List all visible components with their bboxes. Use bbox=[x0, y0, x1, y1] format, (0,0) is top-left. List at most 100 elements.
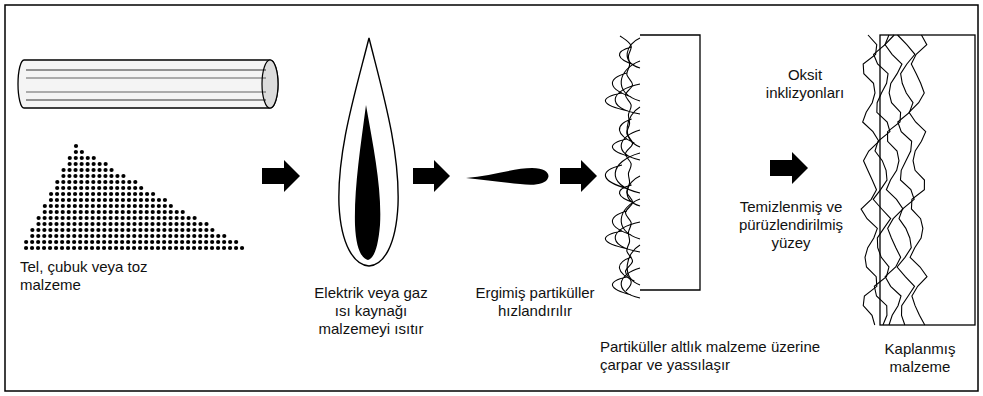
powder-grain bbox=[80, 162, 84, 166]
flame-illustration bbox=[339, 38, 398, 266]
powder-grain bbox=[114, 246, 118, 250]
powder-grain bbox=[151, 204, 155, 208]
powder-grain bbox=[96, 234, 100, 238]
powder-grain bbox=[192, 228, 196, 232]
powder-grain bbox=[157, 216, 161, 220]
powder-grain bbox=[66, 228, 70, 232]
powder-grain bbox=[162, 222, 166, 226]
powder-grain bbox=[156, 246, 160, 250]
powder-grain bbox=[92, 162, 96, 166]
coated-material bbox=[861, 35, 975, 325]
powder-grain bbox=[91, 168, 95, 172]
powder-grain bbox=[108, 240, 112, 244]
powder-grain bbox=[204, 240, 208, 244]
powder-grain bbox=[163, 198, 167, 202]
powder-grain bbox=[74, 156, 78, 160]
powder-grain bbox=[54, 240, 58, 244]
powder-grain bbox=[90, 246, 94, 250]
powder-grain bbox=[54, 246, 58, 250]
powder-grain bbox=[48, 222, 52, 226]
powder-grain bbox=[168, 222, 172, 226]
powder-grain bbox=[90, 234, 94, 238]
powder-grain bbox=[91, 180, 95, 184]
powder-grain bbox=[97, 192, 101, 196]
powder-grain bbox=[132, 240, 136, 244]
powder-grain bbox=[85, 198, 89, 202]
powder-grain bbox=[138, 228, 142, 232]
powder-grain bbox=[121, 216, 125, 220]
powder-grain bbox=[78, 228, 82, 232]
powder-grain bbox=[120, 234, 124, 238]
powder-grain bbox=[234, 240, 238, 244]
coating-layer bbox=[861, 35, 879, 325]
powder-grain bbox=[133, 204, 137, 208]
powder-grain bbox=[74, 150, 78, 154]
powder-grain bbox=[127, 180, 131, 184]
powder-grain bbox=[109, 174, 113, 178]
powder-grain bbox=[109, 192, 113, 196]
powder-grain bbox=[36, 246, 40, 250]
powder-grain bbox=[73, 168, 77, 172]
powder-grain bbox=[79, 216, 83, 220]
powder-grain bbox=[187, 216, 191, 220]
powder-grain bbox=[73, 198, 77, 202]
powder-grain bbox=[79, 192, 83, 196]
powder-grain bbox=[180, 246, 184, 250]
powder-grain bbox=[91, 216, 95, 220]
powder-grain bbox=[115, 174, 119, 178]
powder-grain bbox=[180, 240, 184, 244]
powder-grain bbox=[115, 192, 119, 196]
powder-grain bbox=[49, 192, 53, 196]
powder-grain bbox=[162, 246, 166, 250]
powder-grain bbox=[67, 210, 71, 214]
caption-label: Partiküller altlık malzeme üzerine çarpa… bbox=[600, 338, 848, 374]
powder-grain bbox=[133, 180, 137, 184]
powder-grain bbox=[138, 222, 142, 226]
powder-grain bbox=[55, 216, 59, 220]
powder-grain bbox=[198, 240, 202, 244]
coating-layer bbox=[897, 35, 915, 325]
caption-label: Temizlenmiş ve pürüzlendirilmiş yüzey bbox=[727, 198, 855, 252]
powder-grain bbox=[67, 174, 71, 178]
powder-grain bbox=[60, 234, 64, 238]
powder-grain bbox=[162, 234, 166, 238]
powder-grain bbox=[67, 168, 71, 172]
powder-grain bbox=[126, 228, 130, 232]
powder-grain bbox=[222, 246, 226, 250]
powder-grain bbox=[103, 210, 107, 214]
powder-grain bbox=[174, 240, 178, 244]
powder-grain bbox=[97, 186, 101, 190]
powder-grain bbox=[85, 210, 89, 214]
powder-grain bbox=[67, 192, 71, 196]
powder-grain bbox=[91, 192, 95, 196]
powder-grain bbox=[97, 174, 101, 178]
particle-splat bbox=[605, 222, 640, 252]
powder-grain bbox=[127, 186, 131, 190]
powder-grain bbox=[133, 186, 137, 190]
powder-grain bbox=[139, 210, 143, 214]
powder-grain bbox=[133, 192, 137, 196]
powder-grain bbox=[54, 228, 58, 232]
powder-grain bbox=[48, 246, 52, 250]
powder-grain bbox=[180, 222, 184, 226]
powder-grain bbox=[98, 162, 102, 166]
powder-grain bbox=[66, 240, 70, 244]
powder-grain bbox=[97, 180, 101, 184]
powder-grain bbox=[145, 210, 149, 214]
powder-grain bbox=[228, 246, 232, 250]
powder-grain bbox=[138, 240, 142, 244]
frame bbox=[5, 5, 978, 391]
powder-grain bbox=[121, 180, 125, 184]
powder-grain bbox=[55, 204, 59, 208]
powder-grain bbox=[30, 228, 34, 232]
powder-grain bbox=[138, 246, 142, 250]
powder-grain bbox=[145, 192, 149, 196]
powder-grain bbox=[151, 216, 155, 220]
powder-grain bbox=[103, 168, 107, 172]
powder-grain bbox=[84, 234, 88, 238]
powder-grain bbox=[74, 144, 78, 148]
powder-grain bbox=[115, 210, 119, 214]
powder-grain bbox=[186, 228, 190, 232]
particle-splat bbox=[605, 84, 640, 114]
